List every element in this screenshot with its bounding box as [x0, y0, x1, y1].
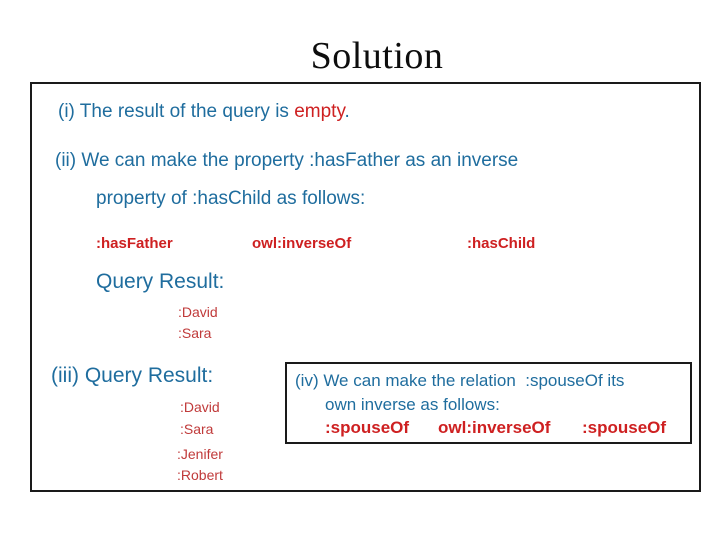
query-result-ii-item: :Sara: [178, 325, 212, 341]
query-result-iii-item: :Jenifer: [177, 446, 223, 462]
triple-subject: :hasFather: [96, 235, 173, 252]
query-result-ii-item: :David: [178, 304, 218, 320]
item-iv-line1: (iv) We can make the relation :spouseOf …: [295, 371, 625, 390]
item-i-suffix: .: [344, 101, 350, 122]
item-iv-line2: own inverse as follows:: [325, 395, 500, 414]
item-ii-line2: property of :hasChild as follows:: [96, 188, 366, 209]
item-i-line: (i) The result of the query is empty.: [58, 101, 350, 123]
query-result-iii-label: (iii) Query Result:: [51, 364, 214, 387]
query-result-ii-label: Query Result:: [96, 270, 225, 293]
item-i-prefix: (i) The result of the query is: [58, 101, 295, 122]
item-iv-triple-subject: :spouseOf: [325, 418, 410, 437]
item-iv-triple-object: :spouseOf: [582, 418, 667, 437]
item-i-highlight: empty: [294, 101, 345, 122]
query-result-iii-item: :David: [180, 399, 220, 415]
slide-title: Solution: [310, 35, 444, 77]
triple-predicate: owl:inverseOf: [252, 235, 352, 252]
triple-object: :hasChild: [467, 235, 536, 252]
query-result-iii-item: :Robert: [177, 467, 223, 483]
query-result-iii-item: :Sara: [180, 421, 214, 437]
item-ii-line1: (ii) We can make the property :hasFather…: [55, 150, 519, 171]
item-iv-box: (iv) We can make the relation :spouseOf …: [285, 362, 692, 444]
item-iv-triple-predicate: owl:inverseOf: [438, 418, 551, 437]
